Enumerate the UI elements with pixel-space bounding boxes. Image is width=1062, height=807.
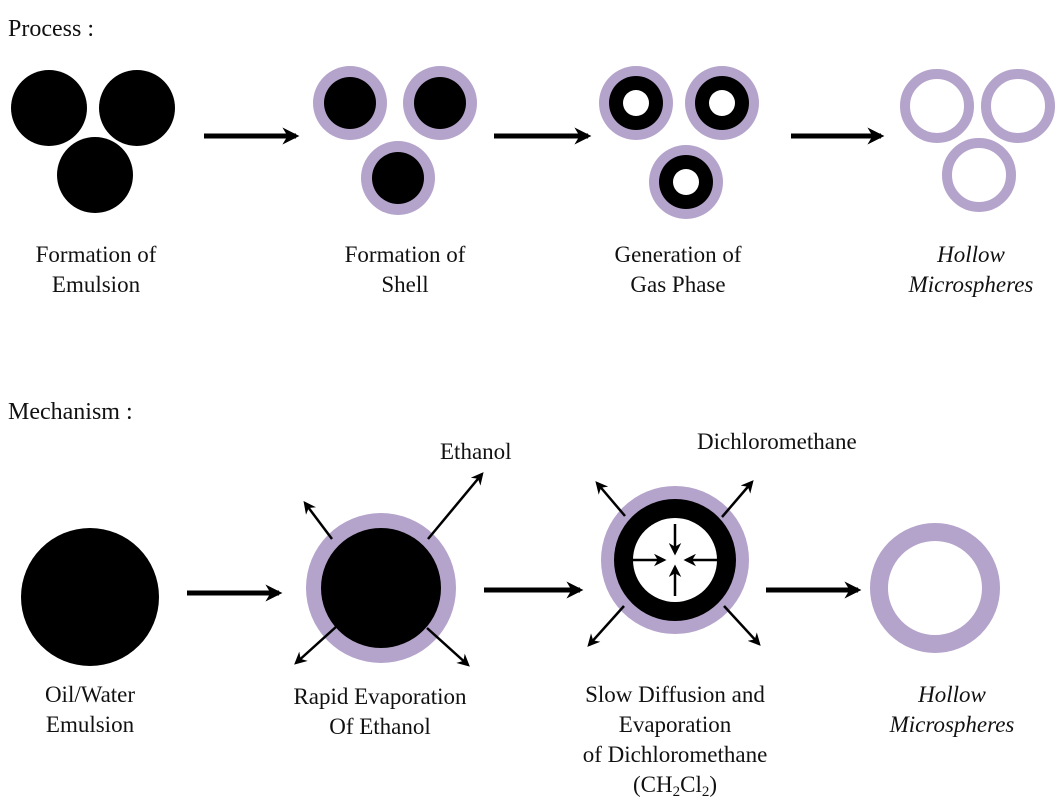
label-line: Microspheres <box>889 712 1015 737</box>
dichloromethane-label: Dichloromethane <box>697 429 857 454</box>
process-heading: Process : <box>8 16 94 42</box>
label-line: Microspheres <box>908 272 1034 297</box>
formula-subscript: 2 <box>701 784 710 800</box>
dcm-arrow-upper-left <box>595 481 626 517</box>
formula-part: Cl <box>680 772 702 797</box>
step-label-formation-of-emulsion: Formation of Emulsion <box>1 240 191 300</box>
step-label-formation-of-shell: Formation of Shell <box>310 240 500 300</box>
hollow-shell <box>942 138 1016 212</box>
oil-droplet <box>321 528 441 648</box>
dcm-arrow-upper-right <box>721 480 754 518</box>
label-line: Hollow <box>937 242 1005 267</box>
step-label-hollow-microspheres-mechanism: Hollow Microspheres <box>862 680 1042 740</box>
dcm-arrow-lower-left <box>587 605 625 647</box>
label-line: Hollow <box>918 682 986 707</box>
label-line: Gas Phase <box>630 272 726 297</box>
oil-droplet <box>11 70 87 146</box>
oil-droplet <box>414 77 466 129</box>
label-line: of Dichloromethane <box>582 742 768 767</box>
oil-droplet <box>57 137 133 213</box>
step-label-oil-water-emulsion: Oil/Water Emulsion <box>0 680 180 740</box>
gas-core <box>709 90 735 116</box>
formula-subscript: 2 <box>672 784 681 800</box>
shelled-droplets-group <box>313 66 477 215</box>
gas-core <box>633 518 717 602</box>
oil-droplet <box>324 77 376 129</box>
hollow-microspheres-group <box>900 69 1055 212</box>
mechanism-heading: Mechanism : <box>8 399 133 425</box>
emulsion-droplets-group <box>11 70 175 213</box>
oil-droplet <box>99 70 175 146</box>
gas-phase-droplets-group <box>599 66 759 219</box>
ethanol-evaporation-droplet <box>294 472 484 667</box>
chemical-formula: (CH2Cl2) <box>545 770 805 800</box>
ethanol-arrow-lower-right <box>426 627 470 667</box>
ethanol-arrow-upper-right <box>427 472 484 540</box>
gas-core <box>623 90 649 116</box>
label-line: Slow Diffusion and <box>585 682 765 707</box>
oil-droplet <box>372 152 424 204</box>
hollow-shell <box>981 69 1055 143</box>
gas-core <box>673 169 699 195</box>
label-line: Emulsion <box>45 712 135 737</box>
label-line: Shell <box>381 272 429 297</box>
label-line: Rapid Evaporation <box>293 684 467 709</box>
formula-part: ) <box>709 772 718 797</box>
hollow-shell <box>900 69 974 143</box>
dichloromethane-diffusion-droplet <box>587 480 761 647</box>
ethanol-label: Ethanol <box>440 439 512 464</box>
step-label-rapid-evaporation: Rapid Evaporation Of Ethanol <box>262 682 498 742</box>
label-line: Oil/Water <box>44 682 136 707</box>
dcm-arrow-lower-right <box>723 605 761 646</box>
oil-water-droplet <box>21 528 159 666</box>
label-line: Formation of <box>344 242 466 267</box>
step-label-slow-diffusion: Slow Diffusion and Evaporation of Dichlo… <box>545 680 805 800</box>
label-line: Emulsion <box>51 272 141 297</box>
label-line: Generation of <box>614 242 742 267</box>
step-label-generation-of-gas-phase: Generation of Gas Phase <box>583 240 773 300</box>
ethanol-arrow-upper-left <box>303 501 333 540</box>
label-line: Evaporation <box>618 712 732 737</box>
hollow-microsphere <box>870 523 1000 653</box>
ethanol-arrow-lower-left <box>294 625 338 665</box>
formula-part: (CH <box>632 772 673 797</box>
label-line: Formation of <box>35 242 157 267</box>
label-line: Of Ethanol <box>329 714 431 739</box>
step-label-hollow-microspheres: Hollow Microspheres <box>880 240 1062 300</box>
